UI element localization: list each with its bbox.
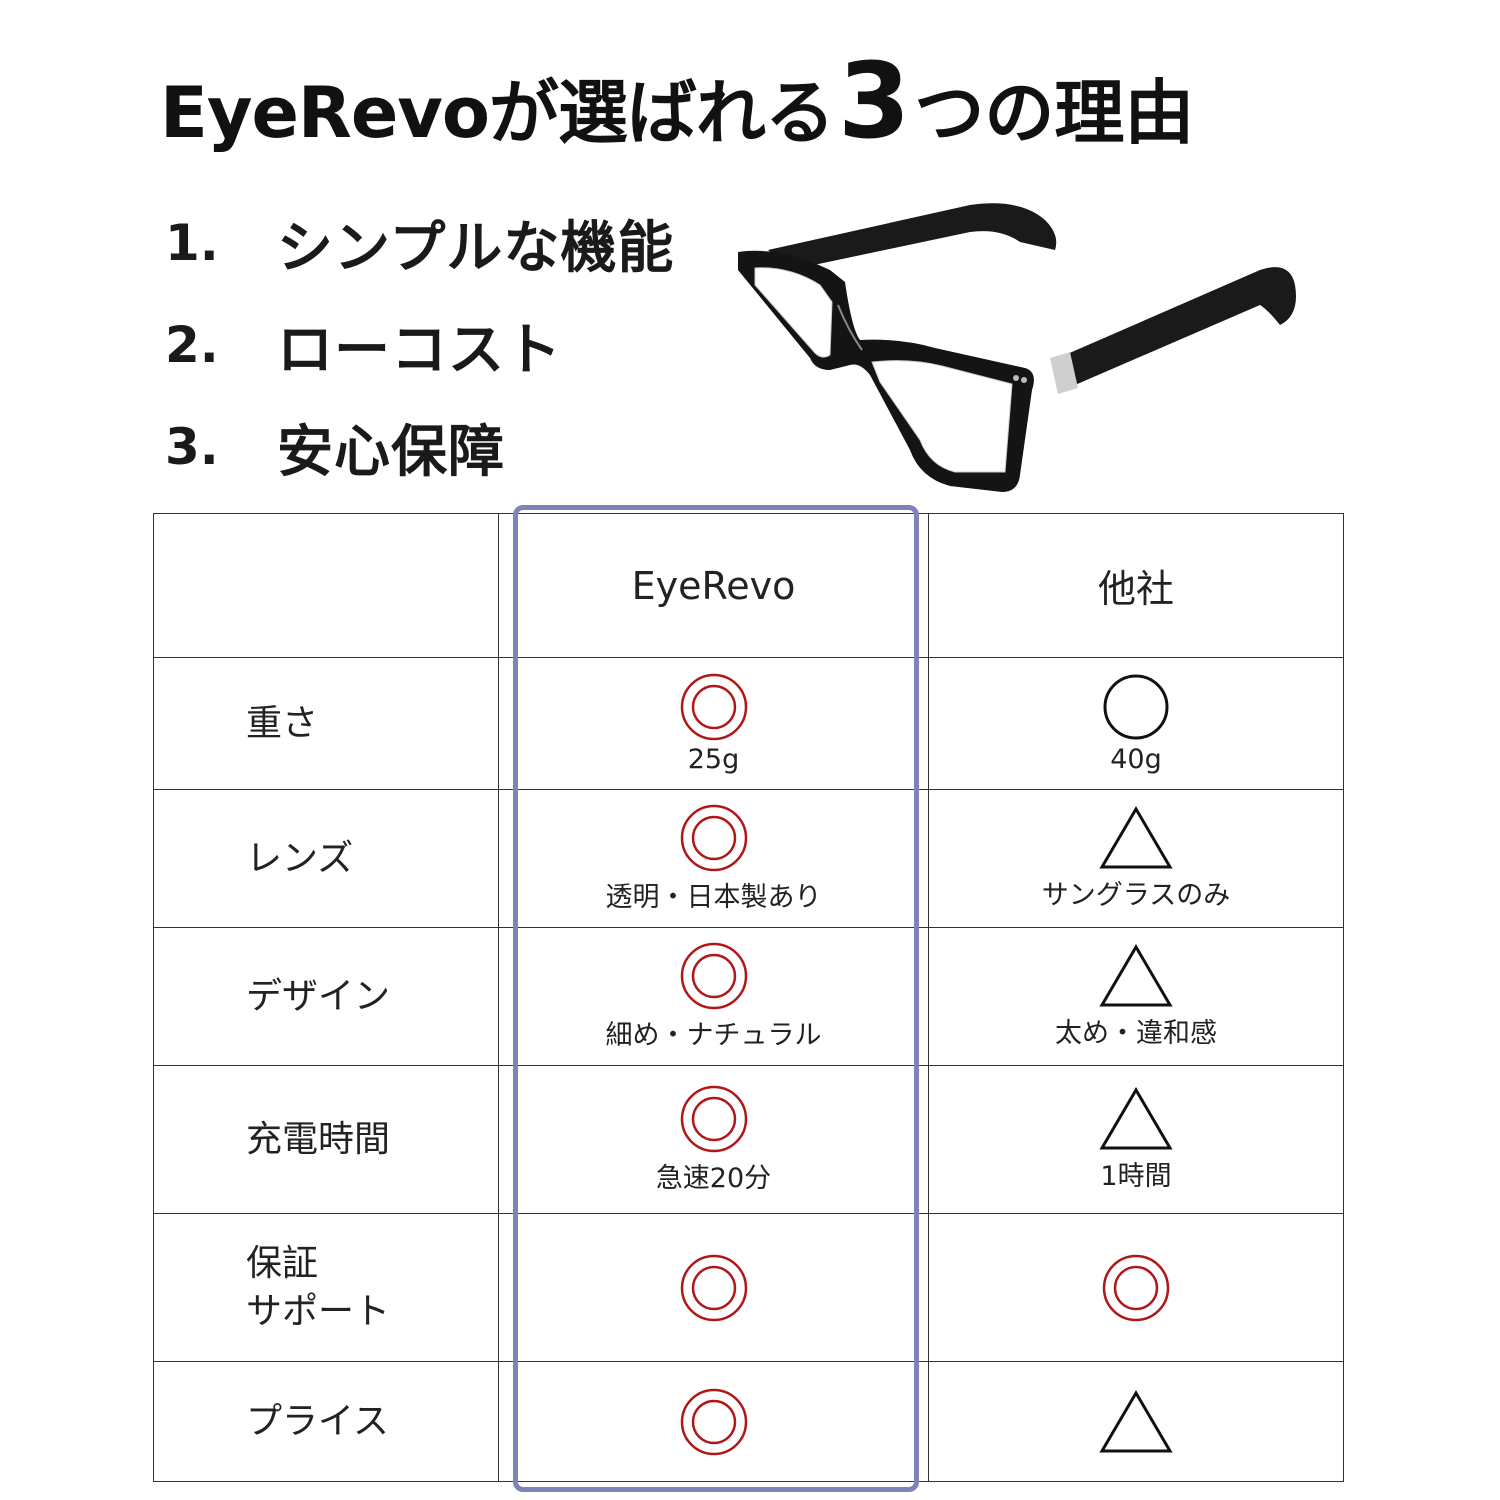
comparison-table: EyeRevo 他社 重さ 25g 40g レンズ 透明・日本製あり サングラス… — [153, 513, 1344, 1482]
circle-icon — [1103, 674, 1169, 740]
row-label-price: プライス — [153, 1361, 499, 1482]
double-circle-icon — [680, 942, 747, 1010]
reason-text: 安心保障 — [277, 419, 505, 485]
row-label-charge-time: 充電時間 — [153, 1065, 499, 1214]
cell-note: 1時間 — [1100, 1161, 1172, 1192]
reason-item: 3. 安心保障 — [165, 396, 725, 498]
cell-eyerevo-charge-time: 急速20分 — [498, 1065, 929, 1214]
reason-text: シンプルな機能 — [277, 215, 675, 281]
double-circle-icon — [1102, 1254, 1170, 1321]
table-row: 保証 サポート — [153, 1213, 1344, 1362]
cell-other-design: 太め・違和感 — [928, 927, 1344, 1066]
row-label-design: デザイン — [153, 927, 499, 1066]
cell-eyerevo-design: 細め・ナチュラル — [498, 927, 929, 1066]
cell-note: 急速20分 — [655, 1163, 772, 1194]
glasses-image — [738, 203, 1296, 492]
table-row: 充電時間 急速20分 1時間 — [153, 1065, 1344, 1214]
table-row: 重さ 25g 40g — [153, 657, 1344, 790]
cell-note: 40g — [1110, 744, 1162, 775]
cell-eyerevo-price — [498, 1361, 929, 1482]
table-row: プライス — [153, 1361, 1344, 1482]
row-label-warranty-support: 保証 サポート — [153, 1213, 499, 1362]
header-other-companies: 他社 — [928, 513, 1344, 658]
double-circle-icon — [680, 1388, 747, 1455]
cell-note: 透明・日本製あり — [605, 882, 822, 913]
double-circle-icon — [680, 1254, 747, 1321]
cell-other-warranty — [928, 1213, 1344, 1362]
cell-other-charge-time: 1時間 — [928, 1065, 1344, 1214]
reason-item: 1. シンプルな機能 — [165, 192, 725, 294]
double-circle-icon — [680, 804, 747, 872]
cell-eyerevo-lens: 透明・日本製あり — [498, 789, 929, 928]
header-empty-cell — [153, 513, 499, 658]
page-title: EyeRevoが選ばれる 3 つの理由 — [160, 40, 1194, 162]
table-header-row: EyeRevo 他社 — [153, 513, 1344, 658]
cell-other-weight: 40g — [928, 657, 1344, 790]
row-label-lens: レンズ — [153, 789, 499, 928]
label-line: 保証 — [246, 1242, 319, 1284]
reason-text: ローコスト — [277, 317, 562, 383]
cell-note: サングラスのみ — [1041, 880, 1231, 911]
reason-number: 2. — [165, 316, 219, 374]
table-row: デザイン 細め・ナチュラル 太め・違和感 — [153, 927, 1344, 1066]
title-part-2: つの理由 — [914, 72, 1195, 154]
cell-note: 細め・ナチュラル — [605, 1020, 822, 1051]
header-eyerevo: EyeRevo — [498, 513, 929, 658]
row-label-weight: 重さ — [153, 657, 499, 790]
cell-note: 25g — [687, 744, 740, 775]
table-row: レンズ 透明・日本製あり サングラスのみ — [153, 789, 1344, 928]
double-circle-icon — [680, 1085, 747, 1153]
cell-eyerevo-weight: 25g — [498, 657, 929, 790]
title-number: 3 — [838, 40, 911, 162]
triangle-icon — [1099, 1087, 1173, 1150]
label-line: サポート — [246, 1290, 391, 1332]
triangle-icon — [1099, 806, 1173, 869]
cell-other-lens: サングラスのみ — [928, 789, 1344, 928]
cell-other-price — [928, 1361, 1344, 1482]
triangle-icon — [1099, 944, 1173, 1007]
cell-note: 太め・違和感 — [1055, 1018, 1217, 1049]
triangle-icon — [1099, 1389, 1173, 1452]
reason-item: 2. ローコスト — [165, 294, 725, 396]
reason-number: 1. — [165, 214, 219, 272]
reasons-list: 1. シンプルな機能 2. ローコスト 3. 安心保障 — [165, 192, 725, 498]
title-part-1: EyeRevoが選ばれる — [160, 72, 835, 154]
cell-eyerevo-warranty — [498, 1213, 929, 1362]
reason-number: 3. — [165, 418, 219, 476]
double-circle-icon — [680, 673, 747, 741]
